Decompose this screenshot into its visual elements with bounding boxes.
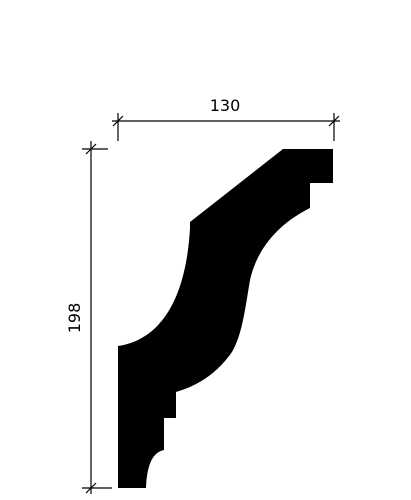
height-dimension: 198	[65, 141, 112, 494]
height-tick-top	[85, 143, 97, 155]
height-label: 198	[65, 303, 84, 334]
width-dimension: 130	[112, 96, 340, 141]
width-label: 130	[210, 96, 241, 115]
width-tick-right	[328, 115, 340, 127]
width-tick-left	[112, 115, 124, 127]
molding-profile-shape	[118, 149, 333, 488]
height-tick-bottom	[85, 482, 97, 494]
